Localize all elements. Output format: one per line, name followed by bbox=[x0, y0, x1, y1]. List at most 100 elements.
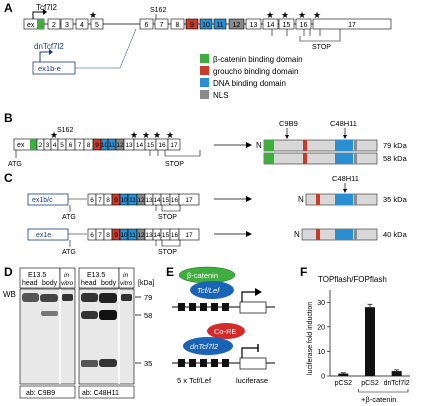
star-b-3: ★ bbox=[153, 130, 161, 140]
tcf-lef-blob bbox=[190, 281, 234, 299]
header-invitro-1 bbox=[59, 267, 76, 289]
activation-arrowhead bbox=[255, 288, 262, 296]
exon-a-label-14: 14 bbox=[267, 22, 275, 29]
dn-promoter-arrow bbox=[39, 51, 52, 62]
exon-a-11 bbox=[213, 18, 227, 30]
exon-a-label-2: 2 bbox=[52, 22, 56, 29]
exon-b-label-17: 17 bbox=[170, 142, 178, 149]
exon-a-14 bbox=[262, 18, 279, 30]
star-b-2: ★ bbox=[142, 130, 150, 140]
exon-a-label-13: 13 bbox=[250, 22, 258, 29]
body-1: body bbox=[42, 280, 58, 287]
legend-swatch-1 bbox=[200, 66, 209, 75]
star-b-0: ★ bbox=[50, 130, 58, 140]
tcf-site-4 bbox=[222, 359, 229, 367]
n-terminus-c2: N bbox=[294, 230, 300, 239]
tcf-site-1 bbox=[189, 303, 196, 311]
protein-79-nls bbox=[354, 140, 357, 151]
protein-35-dna bbox=[335, 194, 353, 205]
legend-label-1: groucho binding domain bbox=[213, 67, 298, 76]
luc-box-1 bbox=[239, 301, 267, 314]
exon-a-label-5: 5 bbox=[95, 22, 99, 29]
stop-bracket bbox=[299, 36, 341, 42]
tcf7l2-label: Tcf7l2 bbox=[36, 3, 57, 12]
exon-c1-label-9: 9 bbox=[114, 197, 118, 204]
wb-label: WB bbox=[3, 290, 16, 299]
head-1: head bbox=[22, 280, 38, 287]
exon-c2-label-13: 13 bbox=[145, 232, 153, 239]
activation-arrow bbox=[241, 291, 258, 302]
exon-b-label-6: 6 bbox=[69, 142, 73, 149]
ab-c9b9-label: C9B9 bbox=[279, 119, 298, 128]
legend-label-2: DNA binding domain bbox=[213, 79, 286, 88]
band-c48-body-35 bbox=[99, 359, 117, 367]
exon-c2-17 bbox=[178, 228, 200, 241]
y-tick-label-20: 20 bbox=[317, 324, 325, 331]
band-c48-body-58 bbox=[99, 310, 117, 320]
blot-c48h11 bbox=[78, 288, 135, 385]
band-c48-head-79 bbox=[81, 293, 98, 302]
star-exon-4: ★ bbox=[89, 10, 97, 20]
exon-b-label-8: 8 bbox=[87, 142, 91, 149]
bar-2 bbox=[391, 371, 402, 376]
exon-b-label-13: 13 bbox=[125, 142, 133, 149]
star-exon-15: ★ bbox=[298, 10, 306, 20]
protein-58kda bbox=[263, 152, 378, 165]
ab-box-c9b9 bbox=[19, 385, 76, 399]
luc-box-2 bbox=[239, 357, 267, 370]
exon-b-label-16: 16 bbox=[158, 142, 166, 149]
exon-a-10 bbox=[199, 18, 213, 30]
stop-label-a: STOP bbox=[312, 44, 331, 51]
marker-ticks bbox=[135, 296, 141, 364]
beta-catenin-label: β-catenin bbox=[187, 271, 218, 280]
exon-a-2 bbox=[47, 18, 61, 30]
exon-c1-label-6: 6 bbox=[90, 197, 94, 204]
exon-b-label-7: 7 bbox=[78, 142, 82, 149]
y-axis-label: luciferase fold induction bbox=[307, 302, 314, 375]
exon-c1-label-13: 13 bbox=[145, 197, 153, 204]
ab-c48h11-label: C48H11 bbox=[330, 119, 357, 128]
e135-2: E13.5 bbox=[87, 272, 105, 279]
protein-35-nls bbox=[354, 194, 357, 205]
legend-swatch-3 bbox=[200, 90, 209, 99]
panel-label-e: E bbox=[166, 265, 174, 279]
stop-bracket-b bbox=[149, 150, 201, 157]
tcf-site-4 bbox=[222, 303, 229, 311]
dn-tcf7l2-blob bbox=[183, 337, 233, 355]
e135-1: E13.5 bbox=[28, 272, 46, 279]
stars-b: ★★★★★ bbox=[50, 130, 174, 140]
ex-label-b: ex bbox=[17, 142, 25, 149]
panel-label-b: B bbox=[4, 111, 13, 125]
protein-79-catenin bbox=[264, 140, 274, 151]
exon-c1-label-8: 8 bbox=[106, 197, 110, 204]
star-b-1: ★ bbox=[130, 130, 138, 140]
legend-label-0: β-catenin binding domain bbox=[213, 55, 303, 64]
exon-b-label-4: 4 bbox=[53, 142, 57, 149]
exon-a-17 bbox=[312, 18, 392, 30]
ex1b-e-splice-line bbox=[75, 28, 137, 69]
atg-label-c2: ATG bbox=[62, 249, 76, 256]
exon-c2-label-7: 7 bbox=[98, 232, 102, 239]
x-tick-label-1: pCS2 bbox=[361, 380, 379, 387]
protein-79kda bbox=[263, 139, 378, 152]
exon-a-label-6: 6 bbox=[145, 22, 149, 29]
exon-b-label-11: 11 bbox=[109, 142, 116, 149]
exon-c2-label-15: 15 bbox=[162, 232, 170, 239]
band-c48-head-58 bbox=[81, 311, 98, 319]
ab-c48h11-d: ab: C48H11 bbox=[82, 390, 119, 397]
band-c9b9-invitro-79 bbox=[62, 294, 73, 301]
tcf-site-0 bbox=[178, 303, 185, 311]
exon-c2-label-9: 9 bbox=[114, 232, 118, 239]
exon-a-label-11: 11 bbox=[216, 22, 223, 29]
stop-bracket-c2 bbox=[155, 240, 181, 247]
star-b-4: ★ bbox=[166, 130, 174, 140]
protein-40-dna bbox=[335, 229, 353, 240]
stop-label-c2: STOP bbox=[158, 249, 177, 256]
ex1e-label: ex1e bbox=[36, 232, 51, 239]
